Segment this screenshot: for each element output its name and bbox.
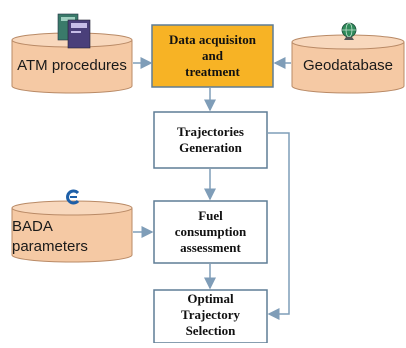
data-acquisition-label: Data acquisiton and treatment (168, 32, 257, 79)
optimal-trajectory-label: Optimal Trajectory Selection (181, 291, 240, 338)
fuel-consumption-label: Fuel consumption assessment (174, 208, 247, 255)
geodatabase-label: Geodatabase (302, 56, 394, 74)
atm-procedures-label: ATM procedures (17, 56, 127, 74)
book-covers-icon (57, 13, 91, 49)
fuel-consumption-box (153, 200, 268, 264)
arrow-trajectories-to-optimal-bypass (267, 132, 290, 320)
eurocontrol-logo-icon (66, 189, 80, 205)
bada-parameters-label: BADA parameters (12, 218, 88, 255)
globe-icon (341, 22, 357, 40)
geodatabase-database (291, 34, 405, 94)
trajectories-generation-label: Trajectories Generation (177, 124, 244, 155)
trajectories-generation-box (153, 111, 268, 169)
data-acquisition-box (151, 24, 274, 88)
bada-parameters-database (11, 200, 133, 263)
optimal-trajectory-box (153, 289, 268, 344)
